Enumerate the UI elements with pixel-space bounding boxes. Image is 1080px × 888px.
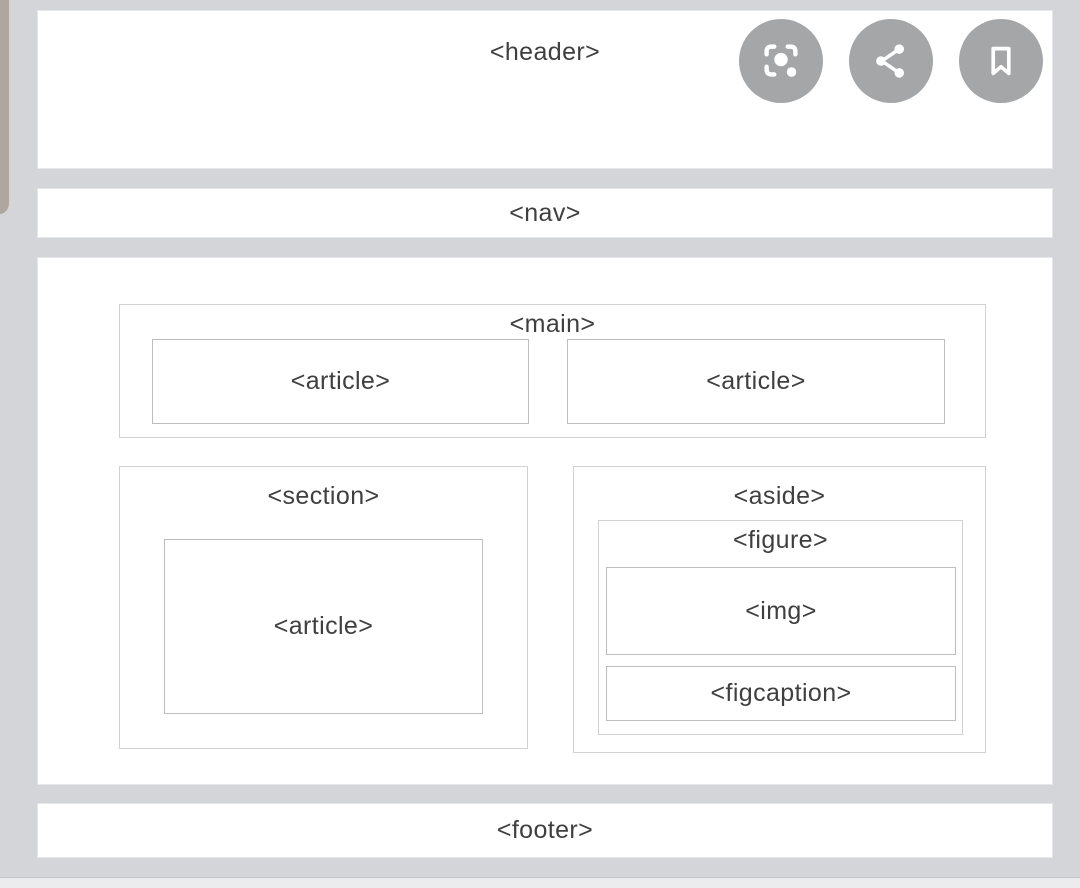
header-box: <header> — [37, 10, 1053, 169]
article-left-label: <article> — [290, 367, 391, 395]
figcaption-label: <figcaption> — [710, 679, 852, 707]
article-right-box: <article> — [567, 339, 945, 424]
section-box: <section> <article> — [119, 466, 528, 749]
aside-box: <aside> <figure> <img> <figcaption> — [573, 466, 986, 753]
section-article-label: <article> — [273, 612, 374, 640]
article-right-label: <article> — [706, 367, 806, 395]
footer-box: <footer> — [37, 803, 1053, 858]
nav-label: <nav> — [509, 198, 581, 227]
nav-box: <nav> — [37, 188, 1053, 238]
google-lens-icon — [758, 38, 804, 84]
section-article-box: <article> — [164, 539, 483, 714]
article-left-box: <article> — [152, 339, 529, 424]
figcaption-box: <figcaption> — [606, 666, 956, 721]
figure-box: <figure> <img> <figcaption> — [598, 520, 963, 735]
aside-label: <aside> — [733, 482, 826, 510]
main-label: <main> — [509, 310, 596, 338]
header-label: <header> — [489, 38, 601, 66]
section-label: <section> — [267, 482, 380, 510]
google-lens-button[interactable] — [739, 19, 823, 103]
previous-card-edge[interactable] — [0, 0, 11, 214]
bookmark-button[interactable] — [959, 19, 1043, 103]
share-button[interactable] — [849, 19, 933, 103]
footer-label: <footer> — [496, 816, 594, 844]
share-icon — [869, 39, 913, 83]
main-box: <main> <article> <article> — [119, 304, 986, 438]
img-box: <img> — [606, 567, 956, 655]
img-label: <img> — [745, 596, 817, 625]
figure-label: <figure> — [733, 526, 828, 554]
content-box: <main> <article> <article> <section> <ar… — [37, 257, 1053, 785]
next-card-edge[interactable] — [0, 877, 1080, 888]
bookmark-icon — [979, 39, 1023, 83]
